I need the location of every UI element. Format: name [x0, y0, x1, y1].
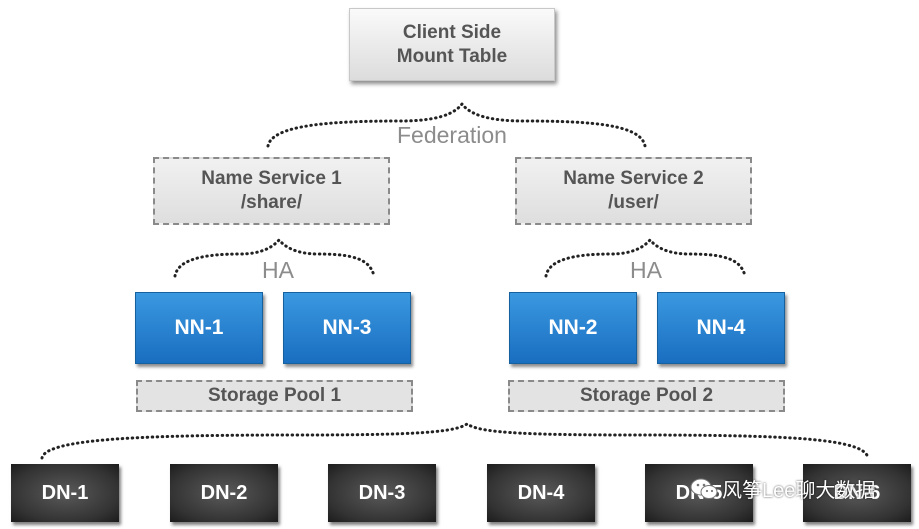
datanode-dn-2: DN-2	[170, 464, 278, 522]
namenode-nn-2: NN-2	[509, 292, 637, 364]
name-service-2-path: /user/	[608, 192, 659, 213]
namenode-label: NN-3	[322, 315, 372, 339]
client-line1: Client Side	[402, 21, 502, 43]
datanode-dn-1: DN-1	[11, 464, 119, 522]
datanode-dn-6: DN-6	[803, 464, 911, 522]
datanode-label: DN-3	[358, 481, 406, 504]
datanode-dn-4: DN-4	[487, 464, 595, 522]
datanode-label: DN-1	[41, 481, 89, 504]
wechat-icon	[690, 478, 718, 499]
client-mount-table: Client Side Mount Table	[349, 8, 555, 81]
federation-label: Federation	[397, 122, 507, 148]
namenode-label: NN-4	[696, 315, 746, 339]
storage-pool-1-label: Storage Pool 1	[207, 385, 342, 407]
namenode-label: NN-1	[174, 315, 224, 339]
name-service-2: Name Service 2 /user/	[515, 157, 752, 225]
name-service-1-title: Name Service 1	[201, 168, 342, 190]
ha-label-left: HA	[262, 257, 294, 283]
name-service-1-path: /share/	[240, 192, 303, 213]
watermark: 风筝Lee聊大数据	[690, 474, 875, 503]
datanode-label: DN-2	[200, 481, 248, 504]
storage-pool-1: Storage Pool 1	[136, 380, 413, 412]
namenode-nn-4: NN-4	[657, 292, 785, 364]
datanode-label: DN-4	[517, 481, 565, 504]
name-service-1: Name Service 1 /share/	[153, 157, 390, 225]
name-service-2-title: Name Service 2	[563, 168, 704, 190]
watermark-text: 风筝Lee聊大数据	[722, 480, 876, 502]
storage-pool-2: Storage Pool 2	[508, 380, 785, 412]
namenode-nn-1: NN-1	[135, 292, 263, 364]
ha-label-right: HA	[630, 257, 662, 283]
storage-pool-2-label: Storage Pool 2	[579, 385, 714, 407]
namenode-label: NN-2	[548, 315, 598, 339]
datanode-label: DN-6	[833, 481, 881, 504]
client-line2: Mount Table	[396, 45, 508, 67]
datanode-dn-3: DN-3	[328, 464, 436, 522]
namenode-nn-3: NN-3	[283, 292, 411, 364]
